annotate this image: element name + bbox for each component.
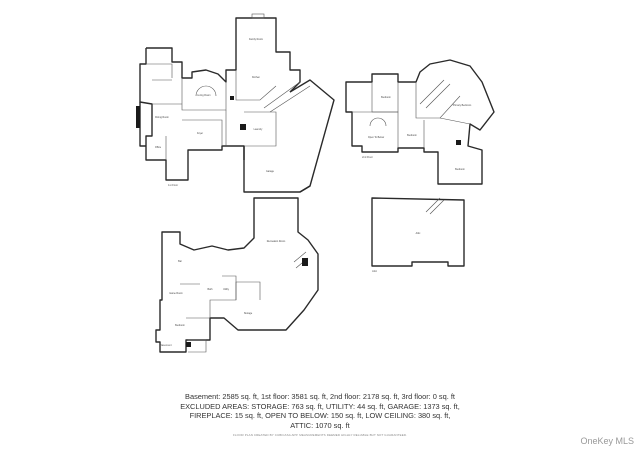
svg-text:Foyer: Foyer [197,132,203,135]
svg-text:2nd Floor: 2nd Floor [362,155,373,159]
svg-text:Bedroom: Bedroom [407,134,417,137]
svg-text:Attic: Attic [372,269,378,273]
area-summary-line: EXCLUDED AREAS: STORAGE: 763 sq. ft, UTI… [180,401,460,411]
basement-plan: Recreation Room Bar Game Room Bath Stora… [155,197,319,353]
area-summary-line: ATTIC: 1070 sq. ft [290,420,350,430]
svg-text:Bar: Bar [178,260,182,263]
area-summary-line: FIREPLACE: 15 sq. ft, OPEN TO BELOW: 150… [189,411,451,421]
svg-text:Family Room: Family Room [249,38,263,41]
svg-text:1st Floor: 1st Floor [168,183,178,187]
svg-text:Bath: Bath [208,288,214,291]
svg-text:Bedroom: Bedroom [455,168,465,171]
svg-text:Open To Below: Open To Below [368,136,384,139]
area-summary-line: Basement: 2585 sq. ft, 1st floor: 3581 s… [185,392,455,401]
svg-text:Utility: Utility [223,288,230,291]
svg-text:Bedroom: Bedroom [175,324,185,327]
svg-text:Basement: Basement [160,343,172,347]
svg-text:Laundry: Laundry [254,128,263,131]
first-floor-plan: Family Room Kitchen Living Room Dining R… [136,13,335,193]
svg-text:Bedroom: Bedroom [381,96,391,99]
svg-text:Dining Room: Dining Room [155,116,169,119]
disclaimer-text: FLOOR PLAN CREATED BY CUBICASA APP. MEAS… [232,433,408,437]
svg-text:Attic: Attic [416,232,421,235]
svg-text:Game Room: Game Room [169,292,183,295]
svg-text:Storage: Storage [244,312,253,315]
area-summary: Basement: 2585 sq. ft, 1st floor: 3581 s… [0,392,640,430]
svg-text:Recreation Room: Recreation Room [267,240,286,243]
svg-text:Living Room: Living Room [197,94,210,97]
svg-text:Garage: Garage [266,170,275,173]
svg-text:Office: Office [155,146,162,149]
svg-text:Primary Bedroom: Primary Bedroom [453,104,472,107]
svg-text:Kitchen: Kitchen [252,76,261,79]
second-floor-plan: Bedroom Primary Bedroom Bedroom Bedroom … [345,59,495,185]
attic-plan: Attic Attic [371,197,465,273]
watermark: OneKey MLS [580,436,634,446]
